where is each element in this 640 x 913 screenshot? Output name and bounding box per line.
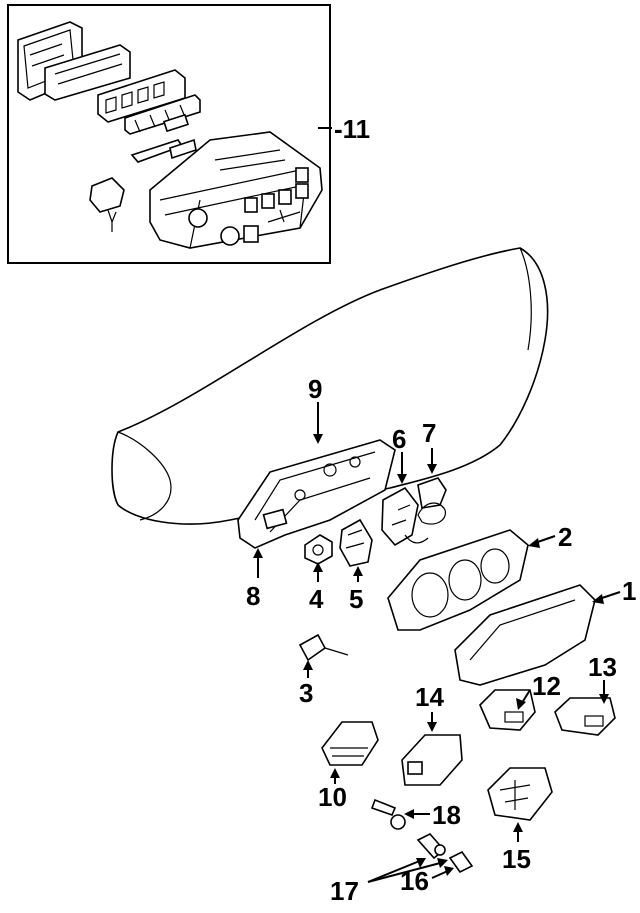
callout-14: 14	[415, 682, 444, 712]
part-13: 13	[554, 652, 617, 736]
callout-16: 16	[400, 866, 429, 896]
part-14: 14	[401, 682, 463, 786]
dashboard-outline	[111, 247, 549, 525]
callout-12: 12	[532, 671, 561, 701]
callout-15: 15	[502, 844, 531, 874]
callout-10: 10	[318, 782, 347, 812]
callout-1: 1	[622, 576, 636, 606]
callout-6: 6	[392, 424, 406, 454]
callout-13: 13	[588, 652, 617, 682]
callout-18: 18	[432, 800, 461, 830]
part-15: 15	[487, 767, 553, 874]
part-10: 10	[318, 721, 379, 812]
callout-2: 2	[558, 522, 572, 552]
part-7: 7	[417, 418, 447, 525]
part-1-lens: 1	[454, 576, 636, 686]
part-5: 5	[339, 518, 373, 614]
inset-box-11: -11	[7, 4, 370, 264]
callout-3: 3	[299, 678, 313, 708]
part-16-17: 17 16	[330, 833, 474, 906]
cluster-housing-9: 9 8	[237, 374, 396, 611]
callout-5: 5	[349, 584, 363, 614]
callout-9: 9	[308, 374, 322, 404]
part-18: 18	[370, 798, 461, 830]
part-3: 3	[298, 633, 349, 708]
callout-17: 17	[330, 876, 359, 906]
callout-4: 4	[309, 584, 324, 614]
part-6: 6	[381, 424, 429, 547]
part-12: 12	[479, 671, 561, 731]
part-2-bezel: 2	[387, 522, 572, 631]
callout-8: 8	[246, 581, 260, 611]
callout-11: -11	[334, 114, 370, 144]
part-4: 4	[304, 534, 333, 614]
callout-7: 7	[422, 418, 436, 448]
